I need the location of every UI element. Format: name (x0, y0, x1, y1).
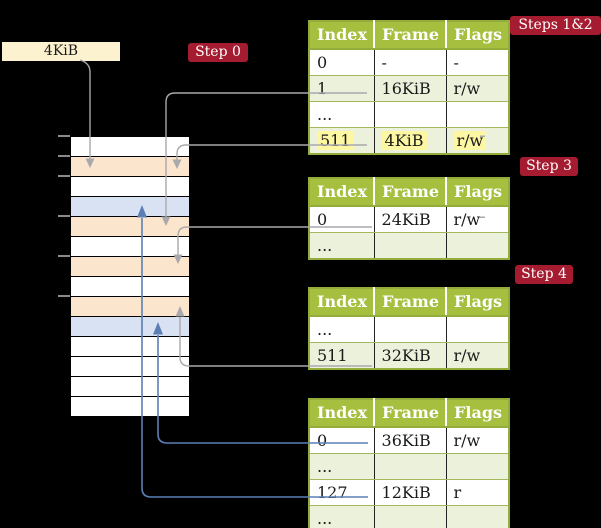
column-header-index: Index (309, 399, 376, 428)
table-cell: ... (309, 316, 375, 343)
memory-address-tick (58, 295, 70, 297)
table-cell: r/w (446, 427, 510, 454)
table-cell: - (374, 49, 447, 76)
table-cell: 24KiB (374, 206, 447, 233)
table-cell (374, 505, 447, 528)
table-cell: 12KiB (374, 479, 447, 506)
memory-frame-row-white (71, 377, 189, 397)
table-cell: 0 (309, 427, 375, 454)
table-cell: 511 (309, 127, 375, 154)
table-cell (446, 232, 510, 259)
memory-frame-row-blue (71, 197, 189, 217)
table-cell (446, 316, 510, 343)
table-cell: 16KiB (374, 75, 447, 102)
highlighted-value: 511 (317, 130, 354, 150)
table-row: 511 4KiB r/w (309, 127, 510, 154)
column-header-frame: Frame (374, 288, 448, 317)
memory-address-tick (58, 255, 70, 257)
table-cell: 511 (309, 342, 375, 369)
memory-frame-row-white (71, 137, 189, 157)
table-cell: r (446, 479, 510, 506)
table-cell: r/w (446, 75, 510, 102)
table-cell: ... (309, 453, 375, 480)
table-cell (374, 101, 447, 128)
memory-address-tick (58, 155, 70, 157)
table-cell: 0 (309, 49, 375, 76)
table-cell (374, 316, 447, 343)
highlighted-value: r/w (453, 130, 487, 150)
column-header-index: Index (309, 21, 376, 50)
table-row: ... (309, 453, 510, 480)
memory-frame-row-blue (71, 317, 189, 337)
table-cell: ... (309, 101, 375, 128)
column-header-flags: Flags (446, 399, 510, 428)
memory-frame-row-white (71, 237, 189, 257)
memory-frame-row-orange (71, 157, 189, 177)
physical-memory-column (70, 136, 190, 417)
table-cell: 127 (309, 479, 375, 506)
step-3-badge: Step 3 (520, 157, 578, 176)
memory-address-tick (58, 175, 70, 177)
steps-1-2-badge: Steps 1&2 (510, 16, 601, 35)
highlighted-value: 4KiB (381, 130, 427, 150)
table-row: ... (309, 232, 510, 259)
table-cell: ... (309, 505, 375, 528)
step-0-badge: Step 0 (188, 43, 248, 62)
table-cell: r/w (446, 206, 510, 233)
memory-frame-row-white (71, 397, 189, 416)
table-cell: 0 (309, 206, 375, 233)
column-header-flags: Flags (446, 288, 510, 317)
column-header-index: Index (309, 288, 376, 317)
memory-frame-row-white (71, 337, 189, 357)
table-cell (446, 101, 510, 128)
table-row: ... (309, 101, 510, 128)
table-cell (446, 505, 510, 528)
memory-address-tick (58, 215, 70, 217)
column-header-flags: Flags (446, 21, 510, 50)
table-row: ... (309, 316, 510, 343)
memory-frame-row-white (71, 177, 189, 197)
frame-size-label: 4KiB (2, 42, 120, 61)
column-header-frame: Frame (374, 399, 448, 428)
table-cell: r/w (446, 127, 510, 154)
table-cell (374, 232, 447, 259)
table-cell: - (446, 49, 510, 76)
column-header-index: Index (309, 178, 376, 207)
table-cell: 1 (309, 75, 375, 102)
memory-frame-row-white (71, 357, 189, 377)
table-cell (446, 453, 510, 480)
table-cell: 36KiB (374, 427, 447, 454)
step-4-badge: Step 4 (515, 265, 573, 284)
memory-address-tick (58, 135, 70, 137)
table-cell (374, 453, 447, 480)
table-row: ... (309, 505, 510, 528)
table-row: 0-- (309, 49, 510, 76)
memory-frame-row-orange (71, 297, 189, 317)
column-header-frame: Frame (374, 21, 448, 50)
table-cell: 4KiB (374, 127, 447, 154)
memory-frame-row-orange (71, 257, 189, 277)
memory-frame-row-orange (71, 217, 189, 237)
table-cell: ... (309, 232, 375, 259)
table-cell: r/w (446, 342, 510, 369)
column-header-frame: Frame (374, 178, 448, 207)
memory-frame-row-white (71, 277, 189, 297)
column-header-flags: Flags (446, 178, 510, 207)
table-cell: 32KiB (374, 342, 447, 369)
